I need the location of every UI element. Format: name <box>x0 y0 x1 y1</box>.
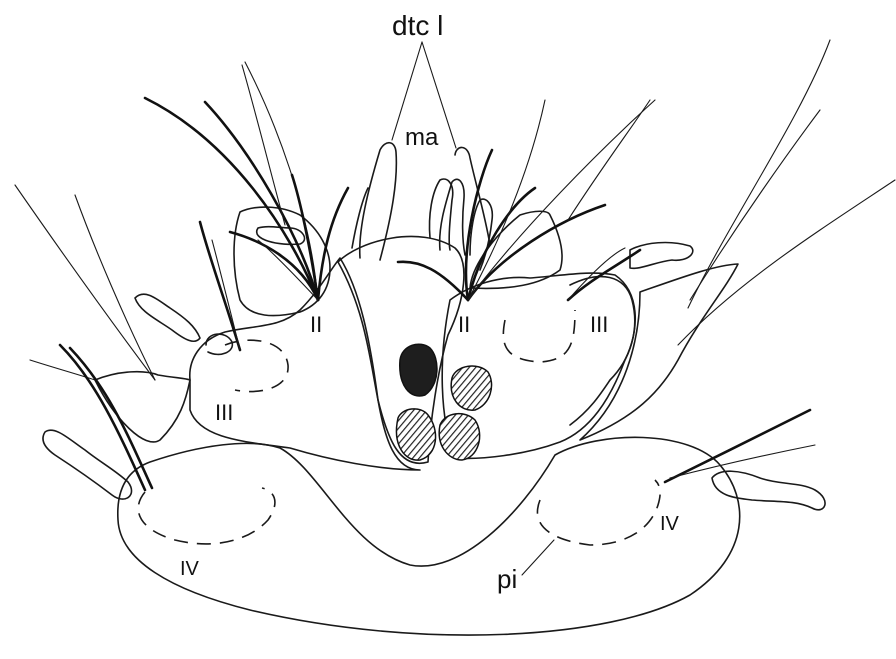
label-III-right: III <box>590 312 608 337</box>
body-outline <box>118 437 740 635</box>
leg-III-right <box>570 277 635 425</box>
spot-4 <box>439 414 479 460</box>
label-ma: ma <box>405 124 439 151</box>
label-II-right: II <box>458 312 470 337</box>
process-left-IV <box>43 430 132 499</box>
mouthpart-right <box>455 147 490 245</box>
leg-III-right-pore <box>503 310 575 362</box>
leg-III-left-pore <box>225 340 288 391</box>
spot-3 <box>397 409 436 460</box>
label-IV-right: IV <box>660 513 680 535</box>
spot-1 <box>400 344 437 396</box>
label-dtc: dtc l <box>392 10 443 41</box>
leg-II-left <box>234 207 330 316</box>
right-flap <box>580 264 738 440</box>
mouthpart-left <box>360 143 397 260</box>
left-flap <box>95 372 190 442</box>
spot-2 <box>451 366 491 410</box>
label-II-left: II <box>310 312 322 337</box>
process-right-III <box>630 243 693 269</box>
label-pi: pi <box>497 564 517 594</box>
process-left-III <box>135 294 200 341</box>
leg-IV-right-pore <box>537 480 660 545</box>
leg-IV-left-pore <box>138 488 275 544</box>
label-IV-left: IV <box>180 558 200 580</box>
label-III-left: III <box>215 400 233 425</box>
pi-leader <box>522 540 554 575</box>
